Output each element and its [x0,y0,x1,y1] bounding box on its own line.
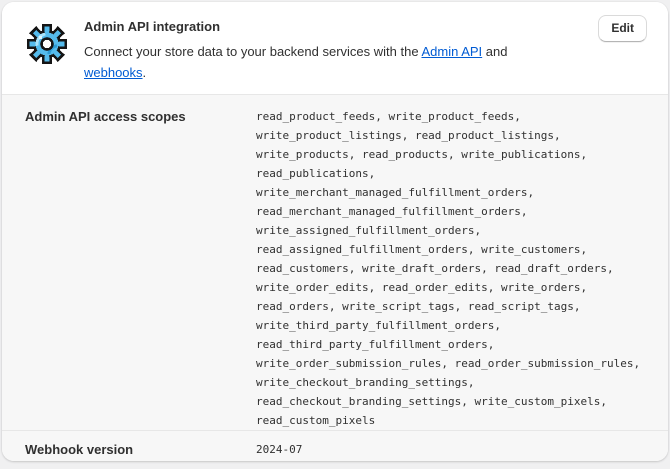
access-scopes-value: read_product_feeds, write_product_feeds,… [256,110,641,427]
pixel-gear-icon-svg [26,23,68,65]
pixel-gear-icon [25,22,69,66]
webhook-version-value: 2024-07 [256,443,303,456]
description-text-middle: and [482,44,508,59]
card-detail-rows: Admin API access scopes read_product_fee… [2,94,668,461]
access-scopes-row: Admin API access scopes read_product_fee… [2,95,668,430]
access-scopes-label: Admin API access scopes [25,109,186,124]
card-description: Connect your store data to your backend … [84,41,586,83]
card-header-text: Admin API integration Connect your store… [84,15,586,83]
description-text-prefix: Connect your store data to your backend … [84,44,422,59]
webhooks-link[interactable]: webhooks [84,65,143,80]
card-header: Admin API integration Connect your store… [2,2,668,94]
webhook-version-label: Webhook version [25,442,134,457]
admin-api-integration-card: Admin API integration Connect your store… [2,2,668,461]
card-title: Admin API integration [84,19,221,34]
description-text-suffix: . [142,65,147,80]
admin-api-link[interactable]: Admin API [421,44,483,59]
webhook-version-row: Webhook version 2024-07 [2,430,668,461]
card-header-action: Edit [598,15,647,42]
edit-button[interactable]: Edit [598,15,647,42]
